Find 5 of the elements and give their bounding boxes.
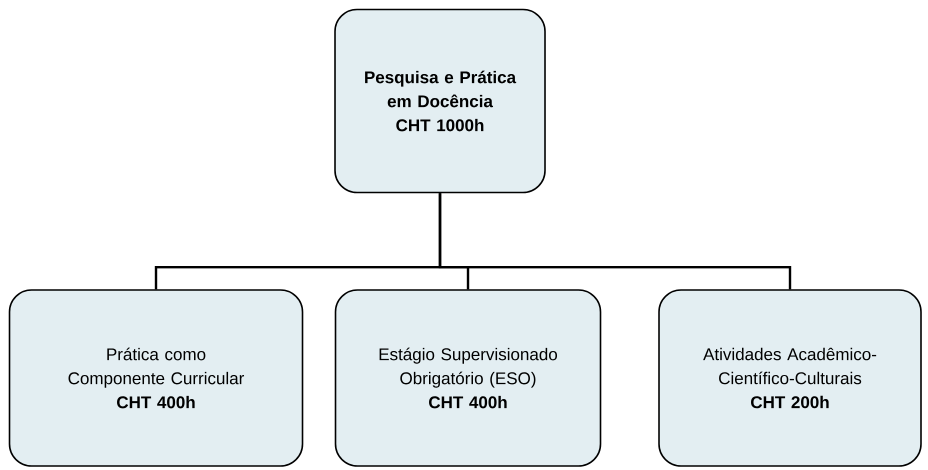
process-box: Estágio Supervisionado Obrigatório (ESO) CHT 400h: [334, 289, 602, 467]
process-box: Atividades Acadêmico-Científico-Culturais CHT 200h: [658, 289, 922, 467]
connector-line: [438, 193, 792, 290]
process-box: Prática como Componente Curricular CHT 400h: [8, 289, 304, 467]
process-box: Pesquisa e Prática em Docência CHT 1000h: [334, 8, 546, 194]
